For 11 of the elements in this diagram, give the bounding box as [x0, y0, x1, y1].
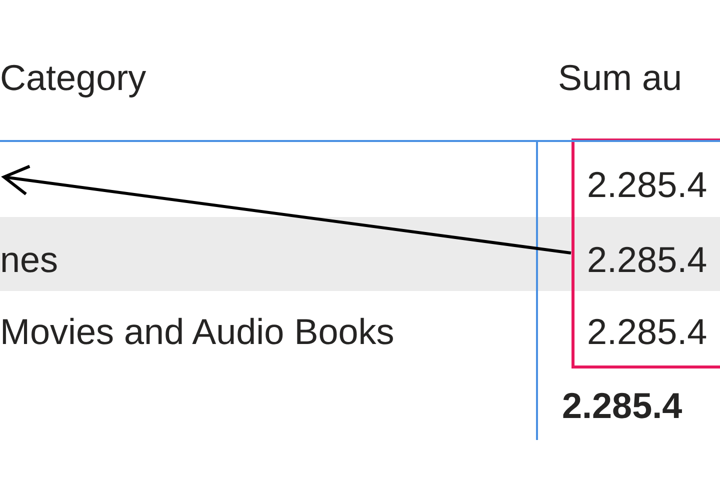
total-cell: 2.285.4 — [562, 386, 682, 426]
arrow — [1, 164, 572, 254]
table-cell: 2.285.4 — [587, 312, 708, 352]
table-cell: 2.285.4 — [587, 240, 708, 280]
highlight-box — [572, 138, 720, 368]
table-cell: nes — [0, 240, 58, 280]
column-header: Category — [0, 58, 146, 98]
table-cell: 2.285.4 — [587, 165, 708, 205]
column-header: Sum au — [558, 58, 682, 98]
table-cell — [0, 140, 538, 218]
table-cell: Movies and Audio Books — [0, 312, 394, 352]
